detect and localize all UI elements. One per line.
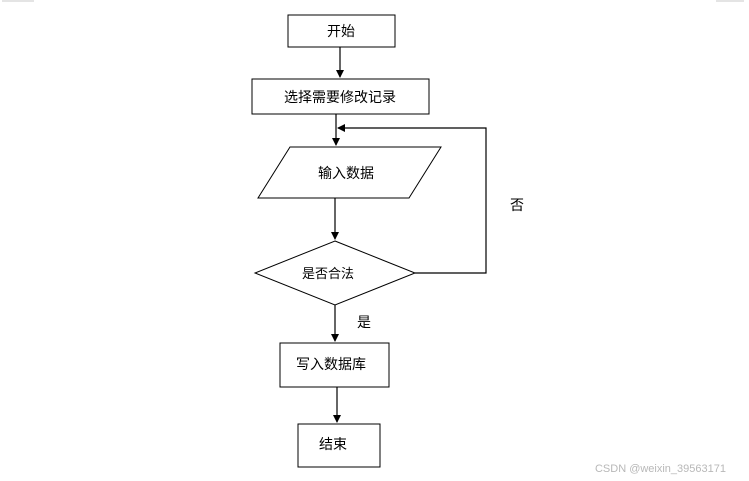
end-label: 结束 bbox=[319, 437, 347, 453]
write-db-label: 写入数据库 bbox=[296, 357, 366, 373]
end-box bbox=[297, 423, 381, 468]
edge-no-label: 否 bbox=[510, 198, 524, 214]
no-loop-edge bbox=[337, 124, 487, 274]
start-label: 开始 bbox=[327, 24, 355, 40]
input-data-label: 输入数据 bbox=[318, 166, 374, 182]
start-box bbox=[287, 14, 396, 48]
select-record-box bbox=[251, 78, 430, 115]
input-data-parallelogram bbox=[257, 146, 442, 199]
is-valid-label: 是否合法 bbox=[302, 267, 354, 282]
edge-yes-label: 是 bbox=[357, 315, 371, 331]
watermark: CSDN @weixin_39563171 bbox=[595, 463, 726, 475]
select-record-label: 选择需要修改记录 bbox=[284, 90, 396, 106]
write-db-box bbox=[279, 342, 390, 388]
